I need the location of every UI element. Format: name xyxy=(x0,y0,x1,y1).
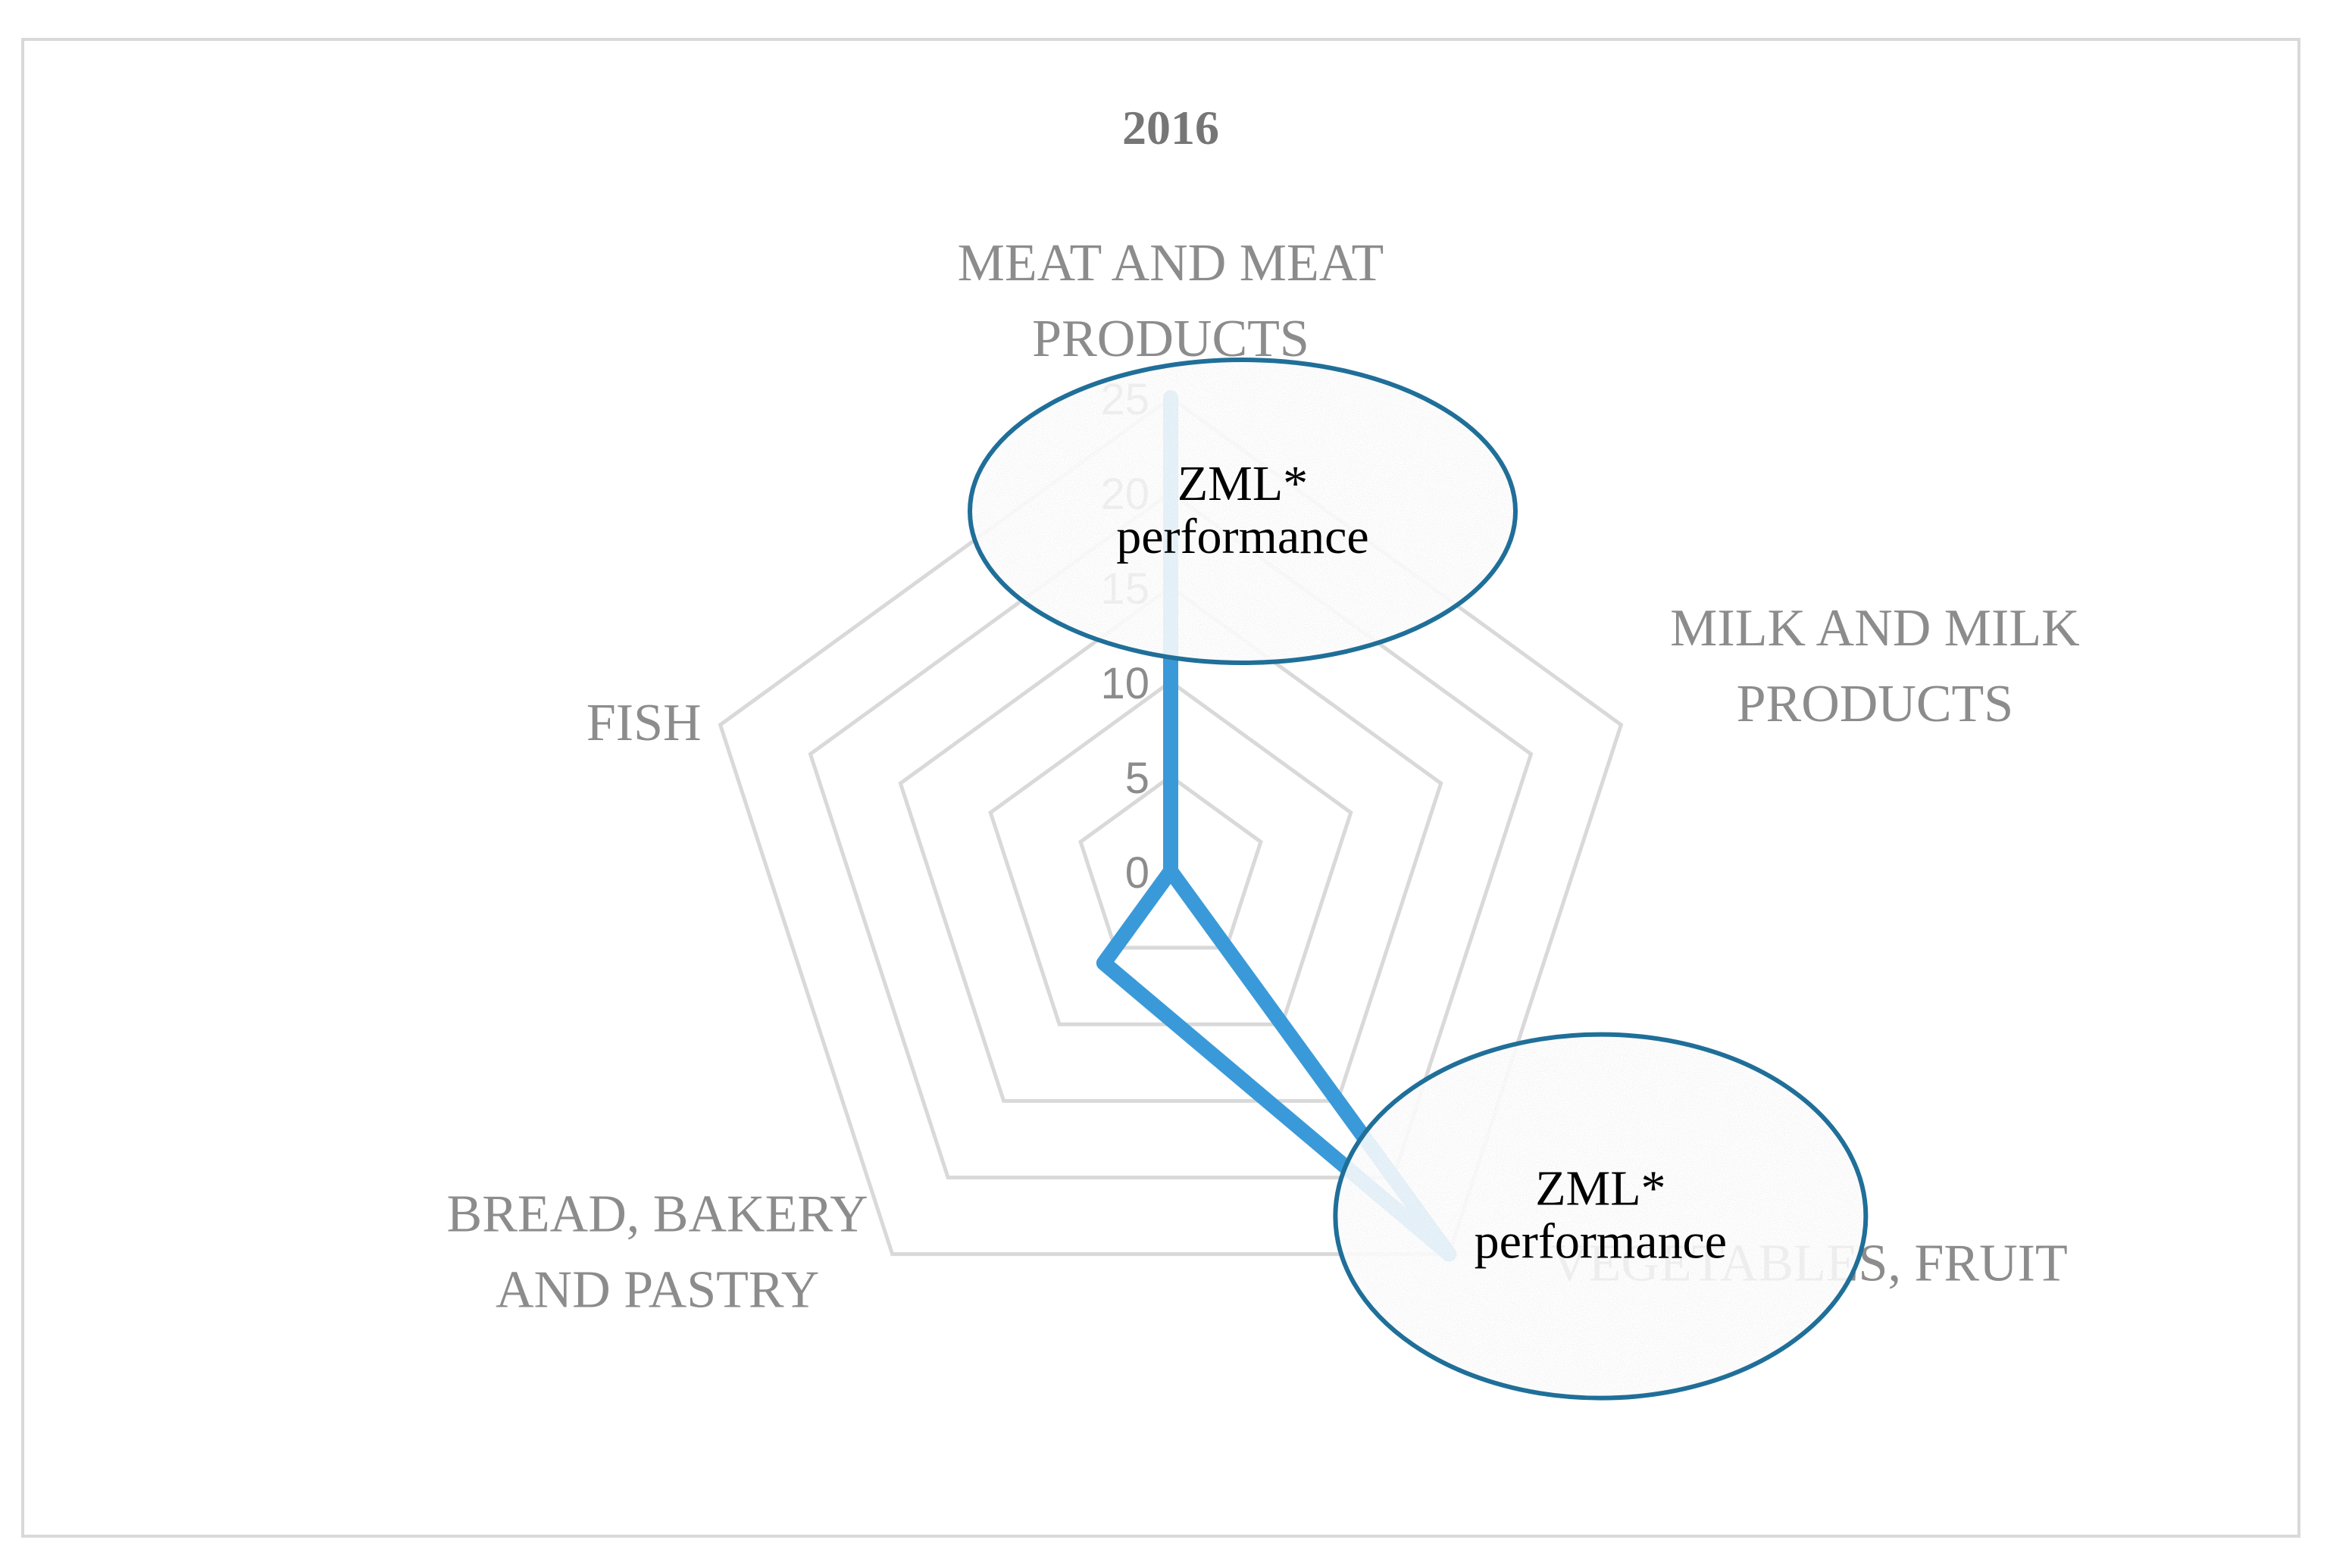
chart-title: 2016 xyxy=(1122,101,1219,155)
radar-grid xyxy=(718,395,1624,1257)
data-series xyxy=(1096,390,1457,1262)
series-line xyxy=(1096,390,1457,1262)
category-label: FISH xyxy=(586,694,702,752)
grid-ring xyxy=(808,489,1534,1180)
tick-label: 10 xyxy=(1100,659,1149,708)
chart-frame xyxy=(21,38,2300,1538)
annotation-callout: ZML*performance xyxy=(968,358,1518,665)
grid-ring xyxy=(718,395,1624,1257)
annotation-text: ZML*performance xyxy=(1116,456,1368,564)
grid-ring xyxy=(1078,773,1263,950)
annotation-text: ZML*performance xyxy=(1475,1161,1727,1270)
annotation-callout: ZML*performance xyxy=(1333,1032,1869,1401)
tick-label: 5 xyxy=(1125,754,1149,803)
grid-ring xyxy=(898,584,1443,1103)
tick-label: 0 xyxy=(1125,848,1149,898)
